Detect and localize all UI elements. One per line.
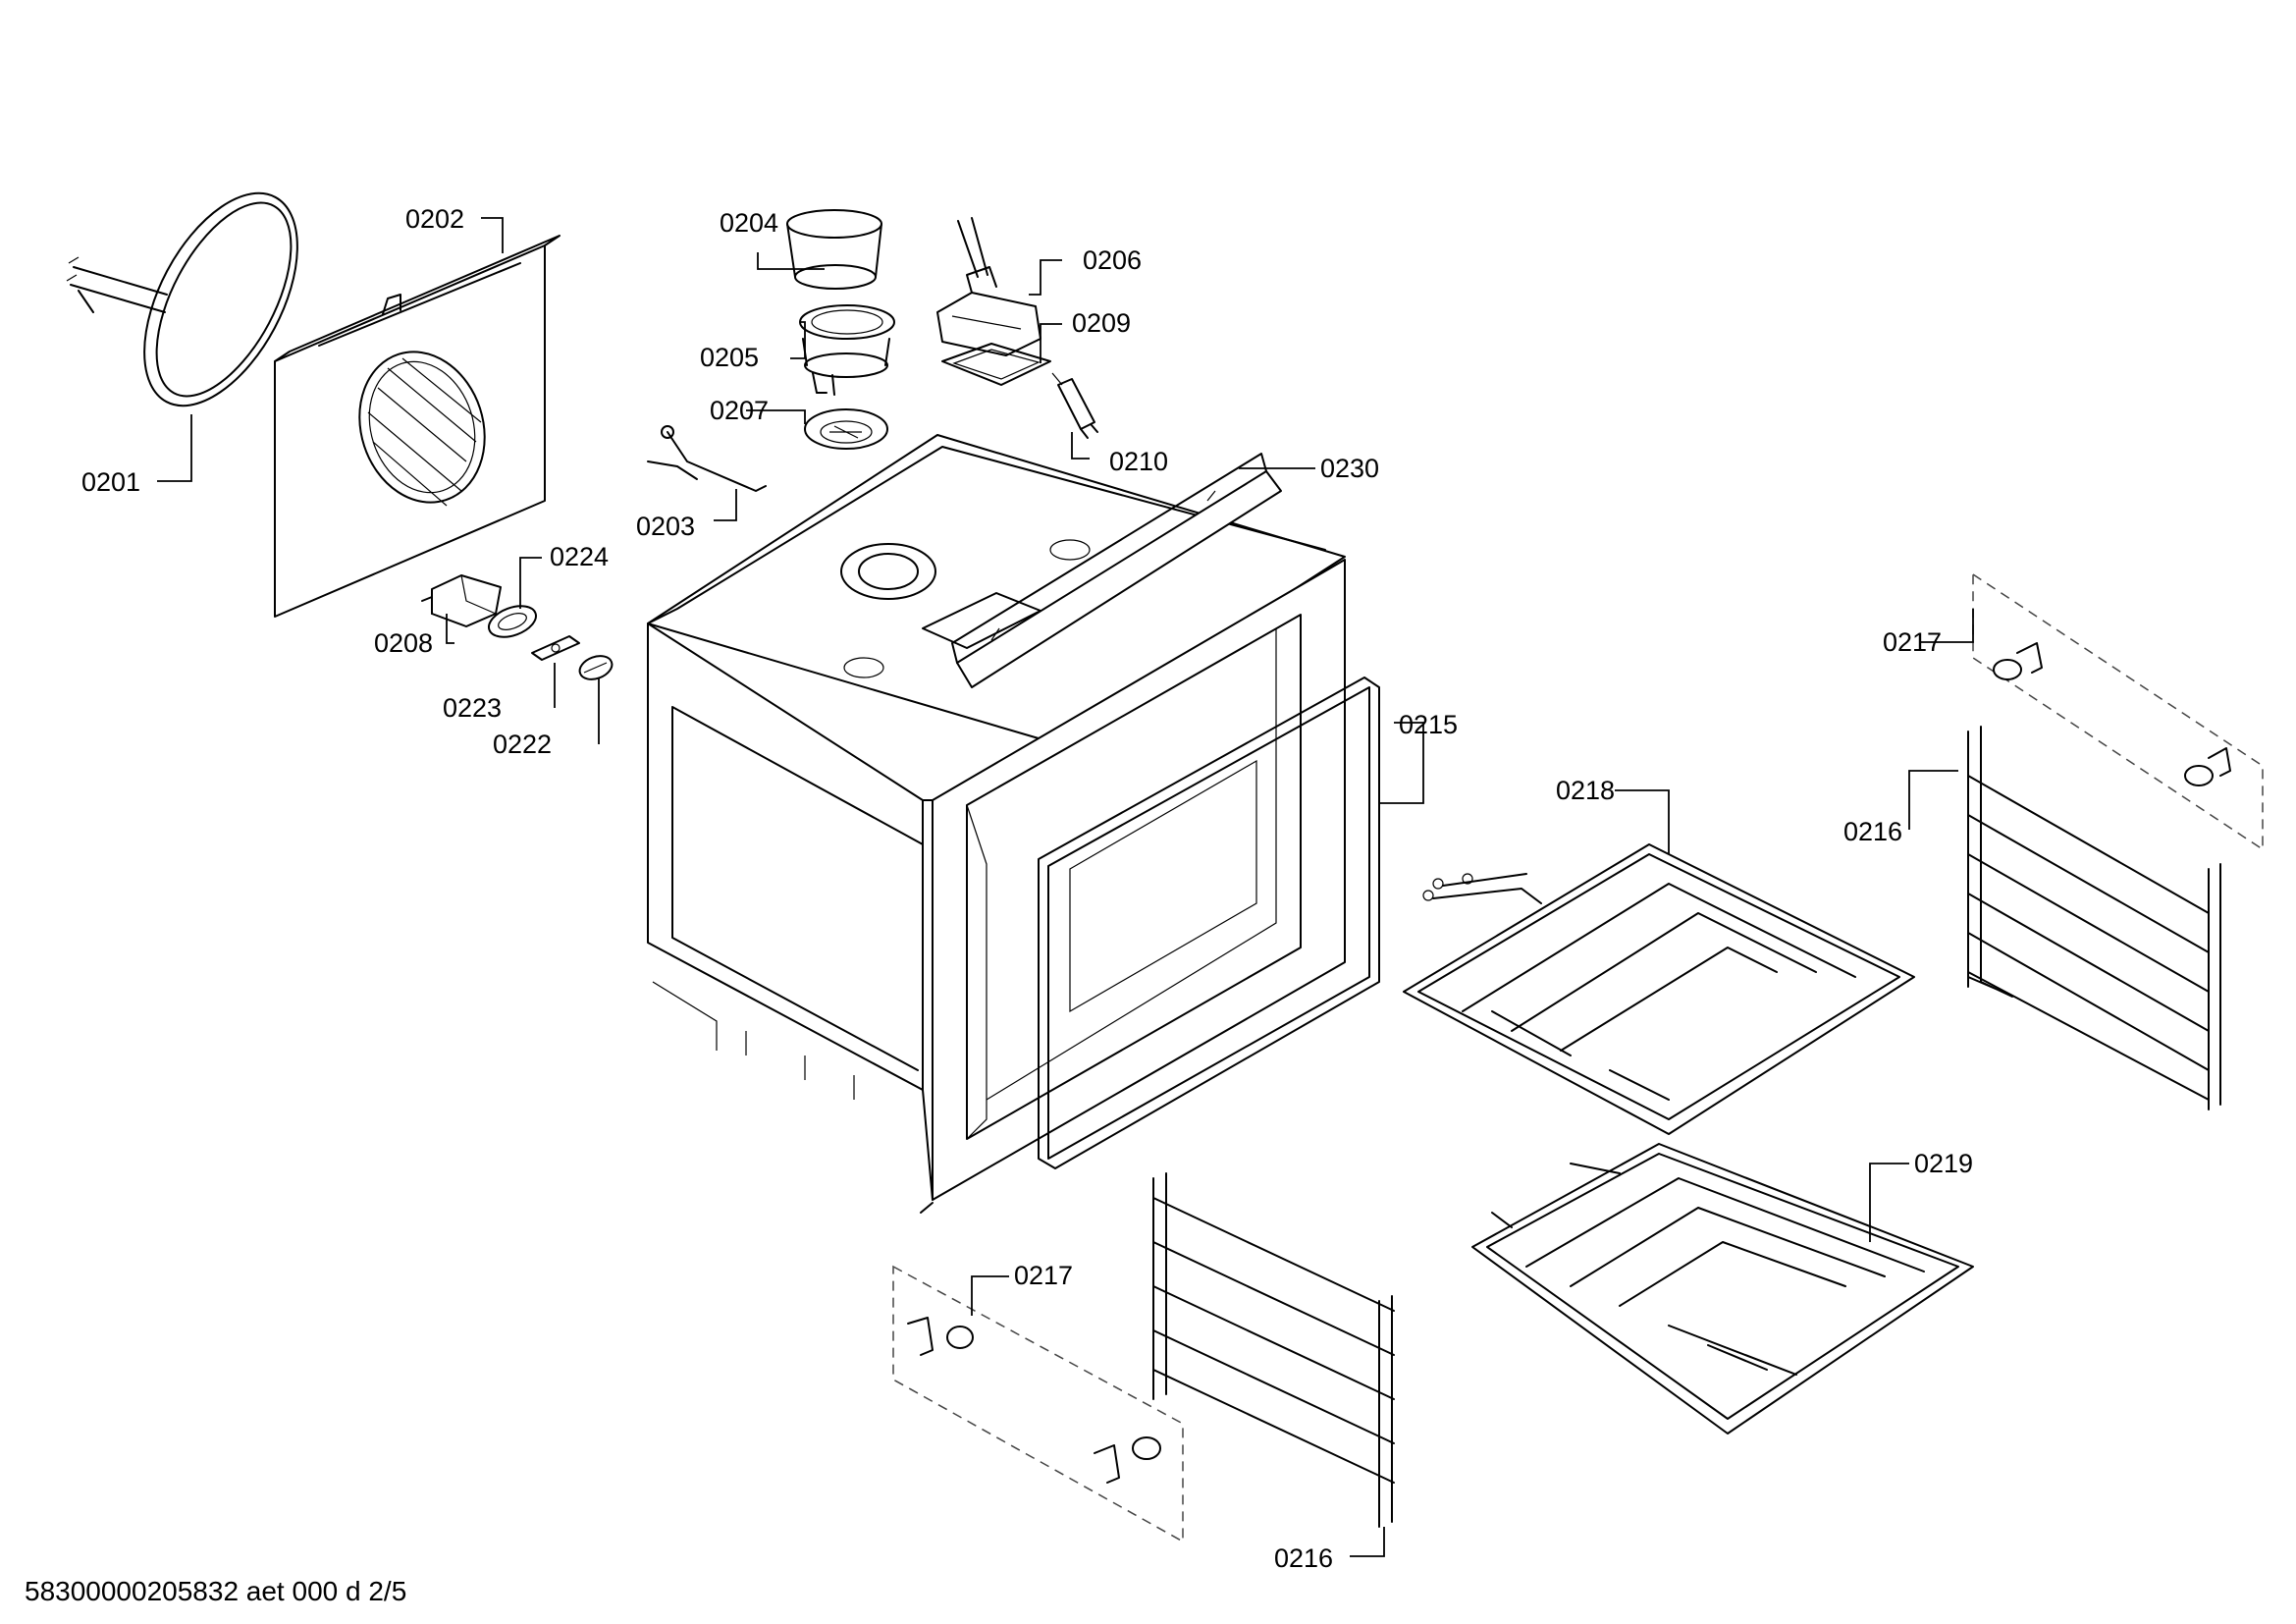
label-0223: 0223 [443,693,502,723]
label-0208: 0208 [374,628,433,658]
part-0209-motor-gasket [941,343,1051,386]
part-0207-fan-wheel [804,408,888,450]
label-0224: 0224 [550,542,609,571]
document-reference: 58300000205832 aet 000 d 2/5 [25,1576,406,1606]
label-0210: 0210 [1109,447,1168,476]
part-0202-rear-panel [274,235,561,618]
part-0216-shelf-rails-lower [1152,1172,1395,1528]
part-0206-fan-motor [936,217,1041,356]
label-0201: 0201 [81,467,140,497]
part-0208-lamp-holder [421,574,502,627]
label-0209: 0209 [1072,308,1131,338]
part-0217-mounting-kit-right [1972,572,2264,851]
part-0201-ring-heater [66,191,298,407]
part-0223-lamp-seal [531,635,580,661]
label-0216-lower: 0216 [1274,1543,1333,1573]
part-0216-shelf-rails-right [1967,726,2221,1110]
label-0207: 0207 [710,396,769,425]
label-0206: 0206 [1083,245,1142,275]
label-0203: 0203 [636,512,695,541]
part-0219-bottom-heater [1471,1143,1974,1435]
label-0219: 0219 [1914,1149,1973,1178]
label-0202: 0202 [405,204,464,234]
label-0205: 0205 [700,343,759,372]
label-0217-lower: 0217 [1014,1261,1073,1290]
part-0224-lamp-gasket [488,605,537,638]
part-0217-mounting-kit-left [892,1265,1184,1543]
part-0203-temperature-sensor [647,425,767,492]
label-0222: 0222 [493,730,552,759]
label-0216-right: 0216 [1843,817,1902,846]
part-0215-door-seal [1038,677,1380,1169]
leader-lines [157,217,1974,1557]
part-0218-top-heater [1403,843,1915,1135]
label-0218: 0218 [1556,776,1615,805]
part-0205-motor-flange [799,304,895,396]
part-0204-fan-ring [786,209,882,290]
label-0215: 0215 [1399,710,1458,739]
label-0217-right: 0217 [1883,627,1942,657]
label-0230: 0230 [1320,454,1379,483]
label-0204: 0204 [720,208,778,238]
part-0210-capacitor [1051,372,1098,439]
part-oven-cavity [647,434,1346,1214]
part-0230-frame-strip [951,453,1282,688]
part-0222-lamp-cover [578,655,614,680]
